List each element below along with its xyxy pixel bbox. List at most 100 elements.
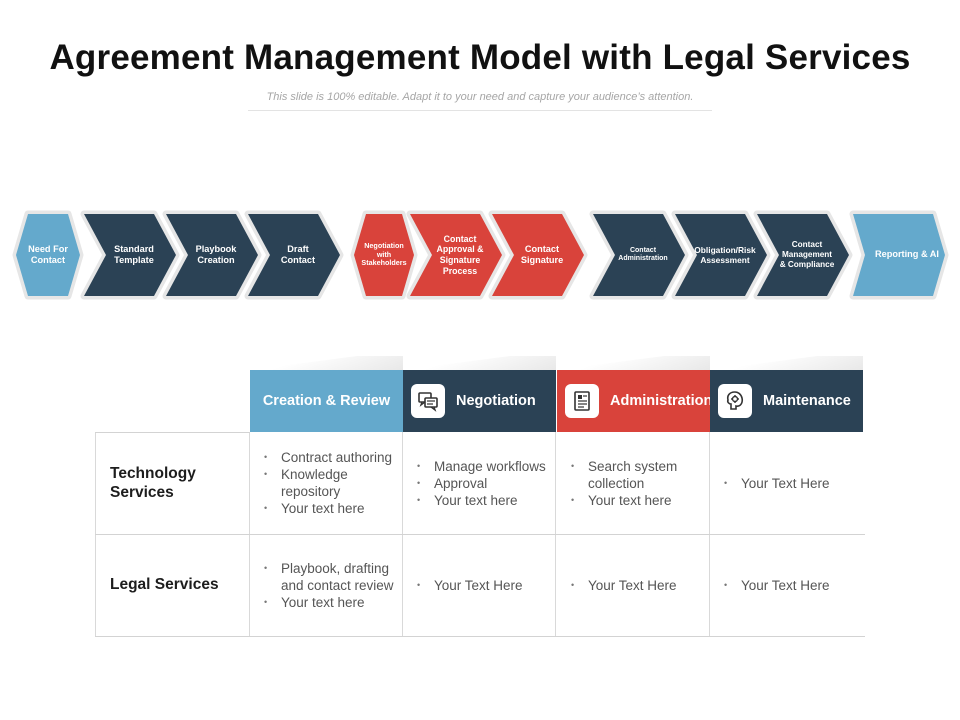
process-step-label: Need For Contact: [28, 243, 68, 265]
header-shadow: [557, 356, 710, 370]
chevron-fill: [853, 214, 945, 296]
bullet-item: Search system collection: [569, 458, 703, 492]
bullet-item: Your Text Here: [722, 577, 830, 594]
process-step: Contact Administration: [589, 210, 689, 300]
process-flow: Need For Contact Standard Template Playboo…: [0, 210, 960, 300]
table-cell: Your Text Here: [403, 534, 556, 636]
table-row-divider: [95, 636, 865, 637]
bullet-list: Contract authoringKnowledge repositoryYo…: [250, 449, 402, 517]
process-step: Need For Contact: [12, 210, 84, 300]
bullet-item: Your Text Here: [415, 577, 523, 594]
column-header-label: Maintenance: [763, 393, 851, 409]
bullet-item: Your text here: [569, 492, 703, 509]
process-chevron-shape: [671, 210, 771, 300]
bullet-item: Knowledge repository: [262, 466, 396, 500]
process-step-label: Standard Template: [114, 243, 154, 265]
process-step: Negotiation with Stakeholders: [350, 210, 418, 300]
header-shadow: [710, 356, 863, 370]
bullet-item: Approval: [415, 475, 546, 492]
services-table: Creation & Review Negotiation Administrati…: [95, 356, 865, 637]
bullet-item: Your text here: [415, 492, 546, 509]
table-cell: Your Text Here: [710, 432, 863, 534]
column-header-label: Negotiation: [456, 393, 536, 409]
process-chevron-shape: [753, 210, 853, 300]
table-cell: Manage workflowsApprovalYour text here: [403, 432, 556, 534]
process-chevron-shape: [80, 210, 180, 300]
process-step: Reporting & AI: [849, 210, 949, 300]
chevron-fill: [410, 214, 502, 296]
bullet-list: Manage workflowsApprovalYour text here: [403, 458, 552, 509]
process-chevron-shape: [350, 210, 418, 300]
process-step: Contact Management & Compliance: [753, 210, 853, 300]
bullet-item: Your text here: [262, 594, 396, 611]
process-chevron-shape: [244, 210, 344, 300]
process-chevron-shape: [488, 210, 588, 300]
process-chevron-shape: [162, 210, 262, 300]
row-label: Legal Services: [110, 576, 219, 594]
column-header: Maintenance: [710, 370, 863, 432]
slide-title: Agreement Management Model with Legal Se…: [49, 38, 911, 77]
bullet-item: Your Text Here: [569, 577, 677, 594]
bullet-list: Playbook, drafting and contact reviewYou…: [250, 560, 402, 611]
bullet-list: Your Text Here: [403, 577, 529, 594]
column-header: Negotiation: [403, 370, 556, 432]
chevron-fill: [675, 214, 767, 296]
process-step: Contact Approval & Signature Process: [406, 210, 506, 300]
header-shadow: [403, 356, 556, 370]
chevron-fill: [166, 214, 258, 296]
table-cell: Contract authoringKnowledge repositoryYo…: [250, 432, 403, 534]
process-step-label: Contact Approval & Signature Process: [436, 233, 484, 276]
column-header: Creation & Review: [250, 370, 403, 432]
process-step-label: Draft Contact: [280, 243, 316, 265]
column-header-label: Creation & Review: [262, 393, 391, 409]
process-step: Contact Signature: [488, 210, 588, 300]
process-step-label: Contact Management & Compliance: [779, 240, 835, 269]
row-label: Technology Services: [110, 464, 196, 501]
table-cell: Your Text Here: [557, 534, 710, 636]
process-chevron-shape: [406, 210, 506, 300]
chevron-fill: [354, 214, 414, 296]
slide-subtitle: This slide is 100% editable. Adapt it to…: [266, 91, 694, 103]
process-chevron-shape: [12, 210, 84, 300]
table-cell: Search system collectionYour text here: [557, 432, 710, 534]
table-row-divider: [95, 432, 250, 433]
process-step-label: Contact Signature: [520, 243, 564, 265]
brain-gear-icon: [718, 384, 752, 418]
process-step: Playbook Creation: [162, 210, 262, 300]
header-shadow: [250, 356, 403, 370]
process-step: Obligation/Risk Assessment: [671, 210, 771, 300]
row-label-cell: Technology Services: [95, 432, 250, 534]
bullet-list: Your Text Here: [557, 577, 683, 594]
bullet-item: Your text here: [262, 500, 396, 517]
process-step-label: Playbook Creation: [195, 243, 237, 265]
bullet-item: Manage workflows: [415, 458, 546, 475]
document-icon: [565, 384, 599, 418]
bullet-list: Your Text Here: [710, 475, 836, 492]
process-step-label: Obligation/Risk Assessment: [694, 244, 756, 265]
row-label-cell: Legal Services: [95, 534, 250, 636]
bullet-item: Playbook, drafting and contact review: [262, 560, 396, 594]
column-header: Administration: [557, 370, 713, 432]
process-step-label: Reporting & AI: [875, 249, 939, 260]
process-step: Draft Contact: [244, 210, 344, 300]
chevron-fill: [16, 214, 80, 296]
process-step-label: Contact Administration: [618, 246, 668, 262]
table-cell: Playbook, drafting and contact reviewYou…: [250, 534, 403, 636]
chevron-fill: [757, 214, 849, 296]
table-cell: Your Text Here: [710, 534, 863, 636]
bullet-list: Your Text Here: [710, 577, 836, 594]
chevron-fill: [593, 214, 685, 296]
column-header-label: Administration: [610, 393, 713, 409]
chevron-fill: [492, 214, 584, 296]
process-step-label: Negotiation with Stakeholders: [361, 241, 407, 268]
bullet-list: Search system collectionYour text here: [557, 458, 709, 509]
bullet-item: Contract authoring: [262, 449, 396, 466]
table-row-divider: [95, 534, 865, 535]
process-chevron-shape: [849, 210, 949, 300]
bullet-item: Your Text Here: [722, 475, 830, 492]
chevron-fill: [248, 214, 340, 296]
process-chevron-shape: [589, 210, 689, 300]
process-step: Standard Template: [80, 210, 180, 300]
subtitle-divider: [248, 110, 712, 111]
chevron-fill: [84, 214, 176, 296]
